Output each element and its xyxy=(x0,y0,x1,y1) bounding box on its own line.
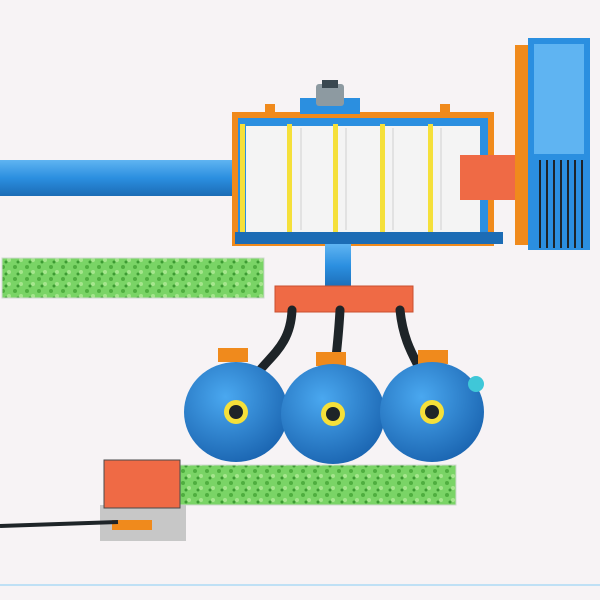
collection-tank xyxy=(100,459,186,541)
inlet-pipe xyxy=(0,160,240,196)
pump-1 xyxy=(184,348,288,462)
filter-press-housing xyxy=(232,104,503,246)
lower-conveyor-belt xyxy=(179,464,457,506)
discharge-pipe xyxy=(325,244,351,288)
pump-2 xyxy=(281,352,385,464)
power-cable xyxy=(0,520,119,528)
upper-conveyor-belt xyxy=(1,257,265,299)
pump-3 xyxy=(380,350,484,462)
drive-motor xyxy=(300,80,360,114)
screen-unit xyxy=(515,38,590,250)
filter-plate-bars xyxy=(240,124,433,236)
